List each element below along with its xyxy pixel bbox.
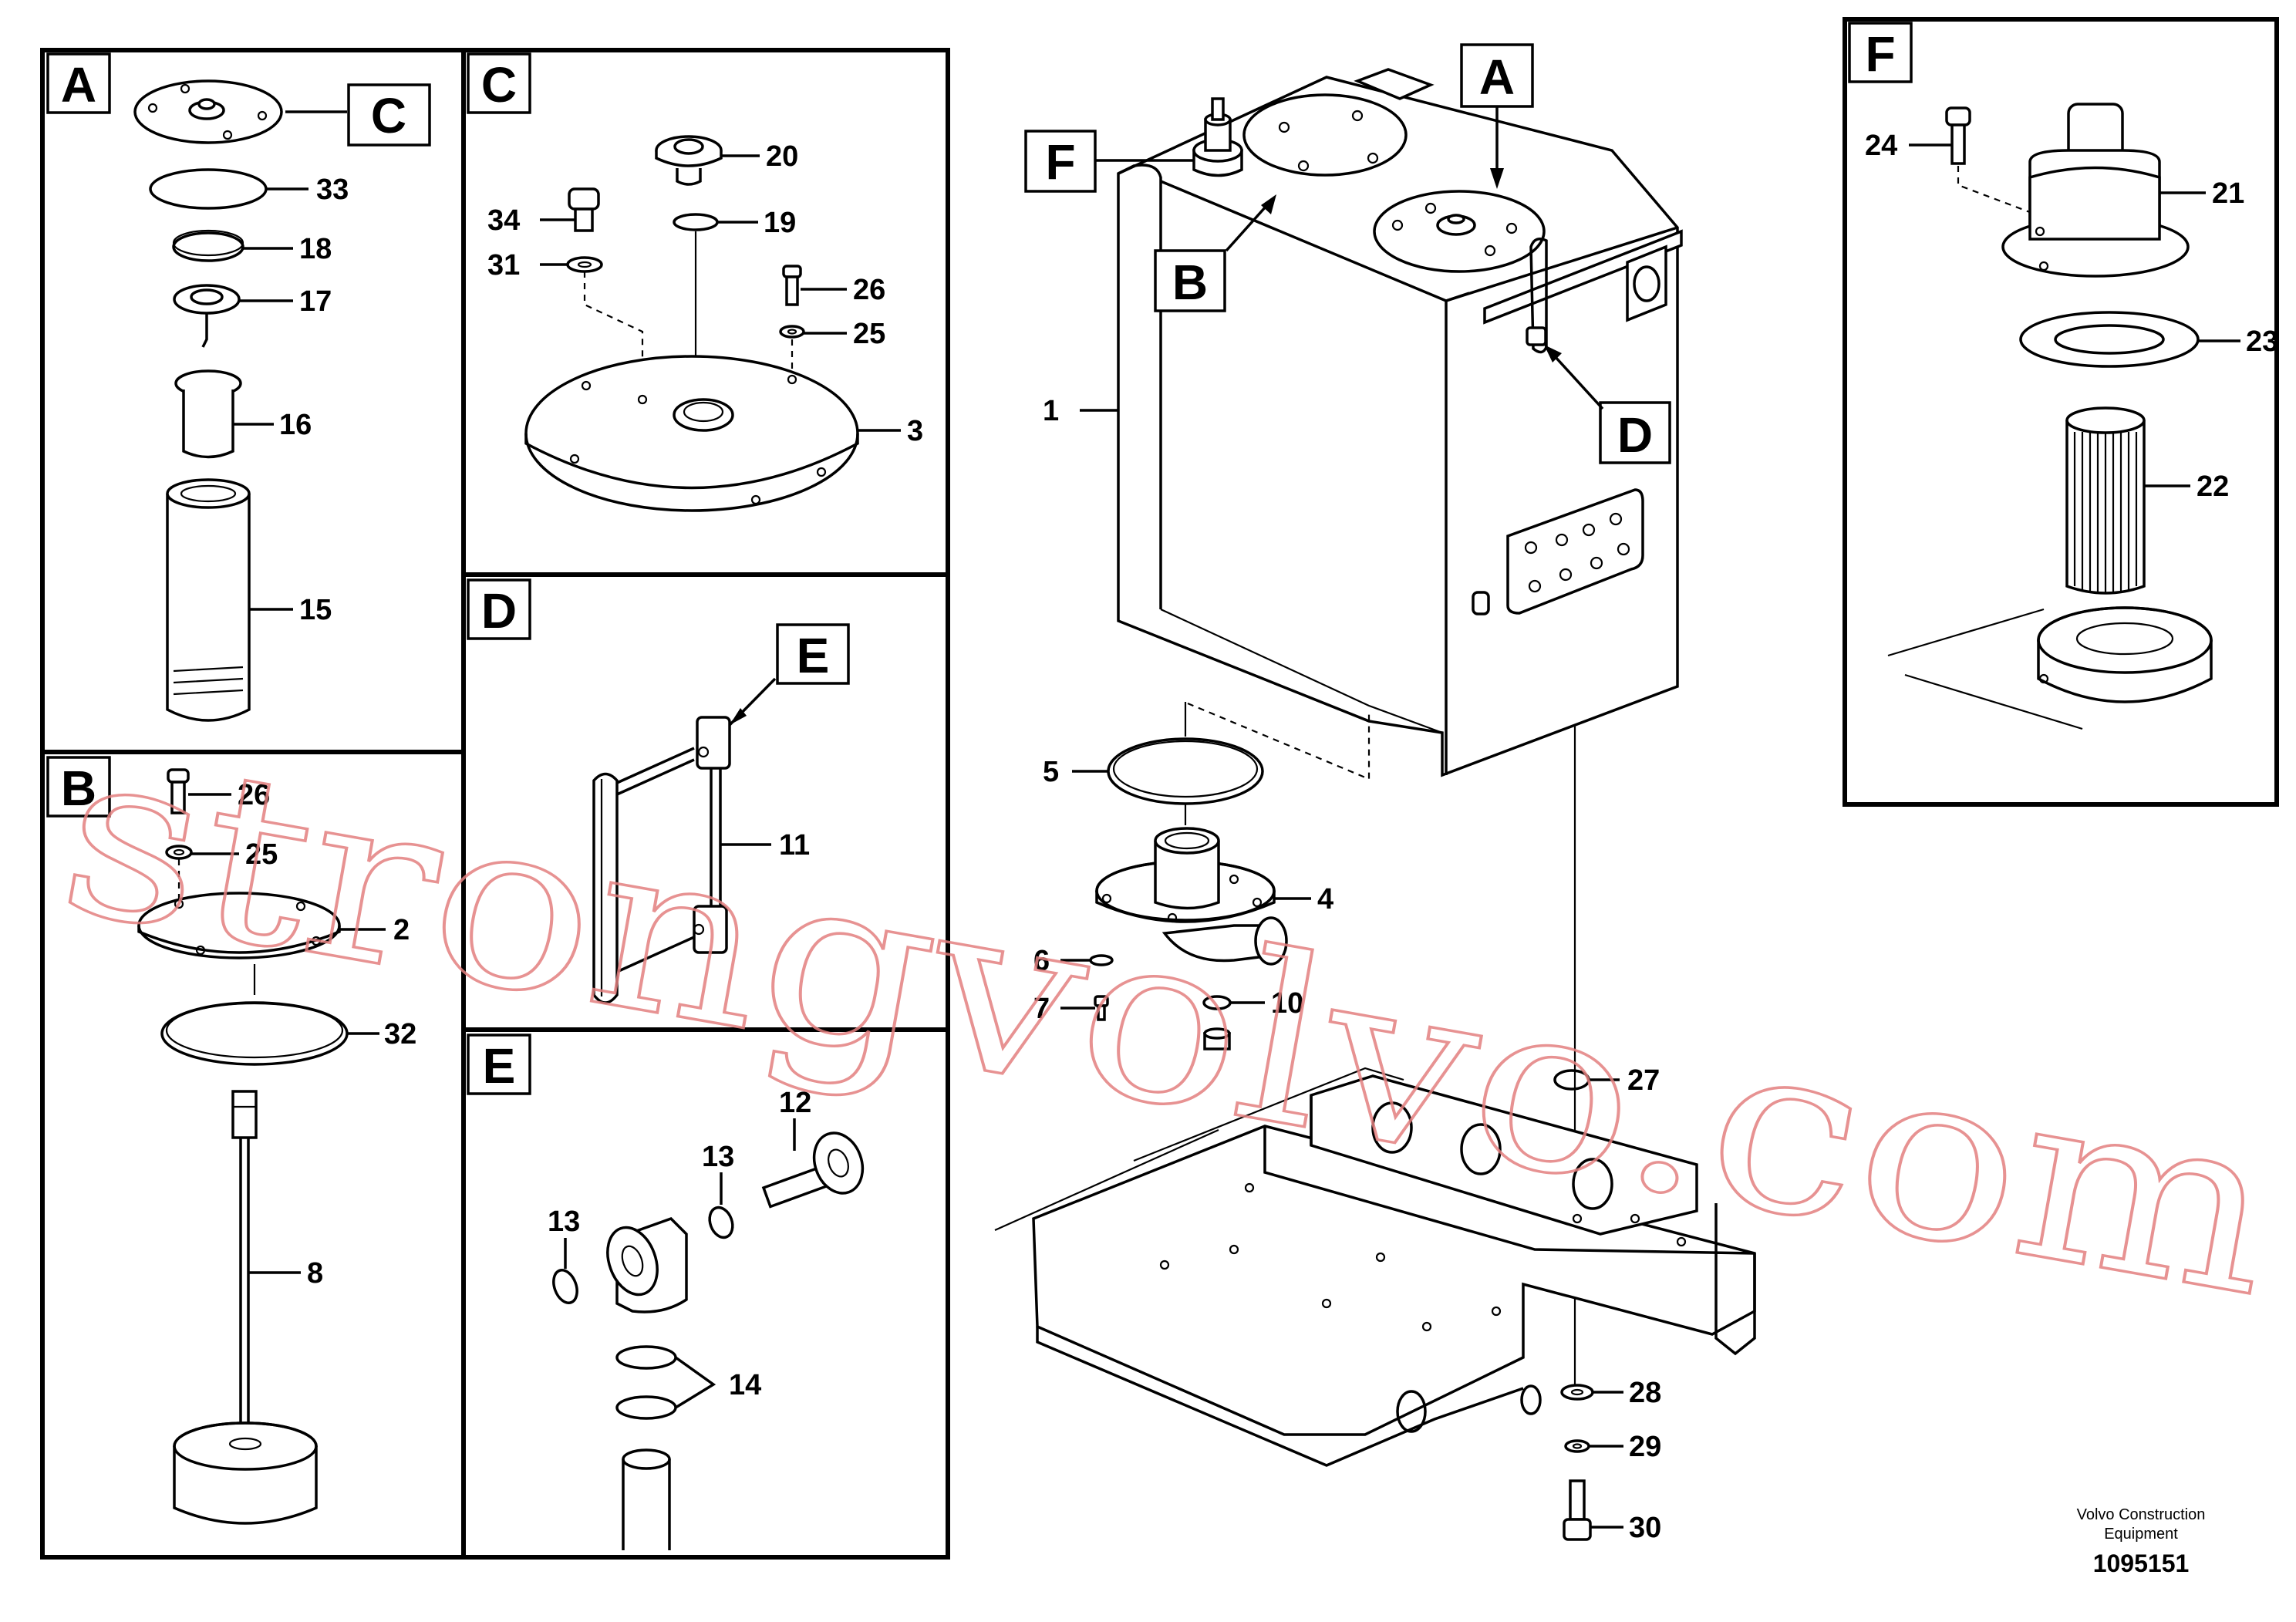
drawing-number: 1095151 — [2093, 1549, 2190, 1577]
label-28: 28 — [1629, 1377, 1661, 1409]
gasket-23 — [2019, 311, 2200, 368]
hydraulic-tank — [1117, 76, 1679, 777]
main-assembly: F A B D 1 5 — [994, 43, 1756, 1544]
label-1: 1 — [1043, 395, 1059, 427]
label-e-13b: 13 — [548, 1206, 580, 1238]
label-c-34: 34 — [487, 204, 520, 237]
label-5: 5 — [1043, 756, 1059, 788]
panel-e-letter-box — [467, 1034, 531, 1095]
label-c-31: 31 — [487, 249, 520, 282]
label-e-12: 12 — [779, 1087, 811, 1119]
panel-f: F 24 21 23 22 — [1843, 17, 2279, 807]
main-callout-a-box — [1460, 43, 1534, 108]
footer-company-line1: Volvo Construction — [2077, 1506, 2206, 1523]
label-c-3: 3 — [907, 415, 923, 447]
panel-f-letter: F — [1865, 26, 1895, 82]
main-callout-a: A — [1479, 49, 1515, 105]
label-f-21: 21 — [2212, 177, 2244, 210]
panel-d-callout-letter: E — [797, 628, 830, 683]
label-10: 10 — [1271, 987, 1303, 1020]
panel-d-letter: D — [481, 583, 517, 639]
panel-a-callout-box — [347, 83, 431, 147]
panel-c: C 20 19 34 31 26 25 — [461, 48, 950, 577]
panel-d-callout-box — [776, 623, 850, 685]
footer: Volvo Construction Equipment 1095151 — [2077, 1506, 2206, 1577]
label-4: 4 — [1317, 883, 1333, 916]
label-e-13a: 13 — [702, 1141, 734, 1173]
port-block — [1506, 488, 1644, 615]
panel-a-letter: A — [61, 57, 96, 113]
sensor-fitting-8 — [231, 1090, 258, 1139]
label-f-23: 23 — [2246, 325, 2278, 358]
label-b-25: 25 — [245, 838, 278, 871]
label-f-22: 22 — [2197, 470, 2229, 503]
label-b-26: 26 — [238, 779, 270, 811]
label-16: 16 — [279, 409, 312, 441]
ring-18 — [172, 231, 244, 262]
panel-a-letter-box — [46, 52, 111, 114]
upper-fitting — [696, 716, 731, 770]
main-callout-d-box — [1599, 401, 1671, 464]
label-b-8: 8 — [307, 1257, 323, 1290]
label-c-26: 26 — [853, 274, 885, 306]
main-callout-b: B — [1172, 255, 1208, 310]
footer-company-line2: Equipment — [2104, 1526, 2178, 1543]
label-29: 29 — [1629, 1431, 1661, 1463]
label-15: 15 — [299, 594, 332, 626]
panel-d-letter-box — [467, 578, 531, 640]
o-ring-5 — [1107, 737, 1264, 805]
main-callout-d: D — [1617, 407, 1653, 463]
sight-glass-body — [592, 772, 619, 1004]
panel-e: E 12 13 13 14 — [461, 1027, 950, 1560]
label-7: 7 — [1033, 993, 1050, 1025]
label-27: 27 — [1627, 1064, 1660, 1097]
label-c-20: 20 — [766, 140, 798, 173]
panel-b: B 26 25 2 32 8 — [40, 750, 466, 1560]
panel-d: D 11 E — [461, 572, 950, 1032]
label-6: 6 — [1033, 945, 1050, 977]
label-d-11: 11 — [779, 829, 810, 862]
filter-15 — [166, 494, 251, 722]
label-e-14: 14 — [729, 1369, 761, 1401]
label-b-2: 2 — [393, 914, 410, 946]
label-18: 18 — [299, 233, 332, 265]
panel-f-letter-box — [1848, 22, 1913, 83]
panel-e-letter: E — [483, 1038, 516, 1094]
label-c-25: 25 — [853, 318, 885, 350]
label-b-32: 32 — [384, 1018, 416, 1050]
panel-b-letter-box — [46, 756, 111, 818]
label-f-24: 24 — [1865, 130, 1897, 162]
main-callout-b-box — [1154, 249, 1226, 312]
top-cover-b — [1242, 93, 1408, 177]
panel-a-callout-letter: C — [371, 88, 406, 143]
label-c-19: 19 — [764, 207, 796, 239]
panel-c-letter: C — [481, 57, 517, 113]
o-ring-33 — [149, 168, 268, 210]
panel-b-letter: B — [61, 760, 96, 816]
label-17: 17 — [299, 285, 332, 318]
panel-c-letter-box — [467, 52, 531, 114]
panel-a: A C 33 18 17 16 — [40, 48, 466, 754]
label-30: 30 — [1629, 1512, 1661, 1544]
main-callout-f: F — [1045, 134, 1075, 190]
label-33: 33 — [316, 174, 349, 206]
